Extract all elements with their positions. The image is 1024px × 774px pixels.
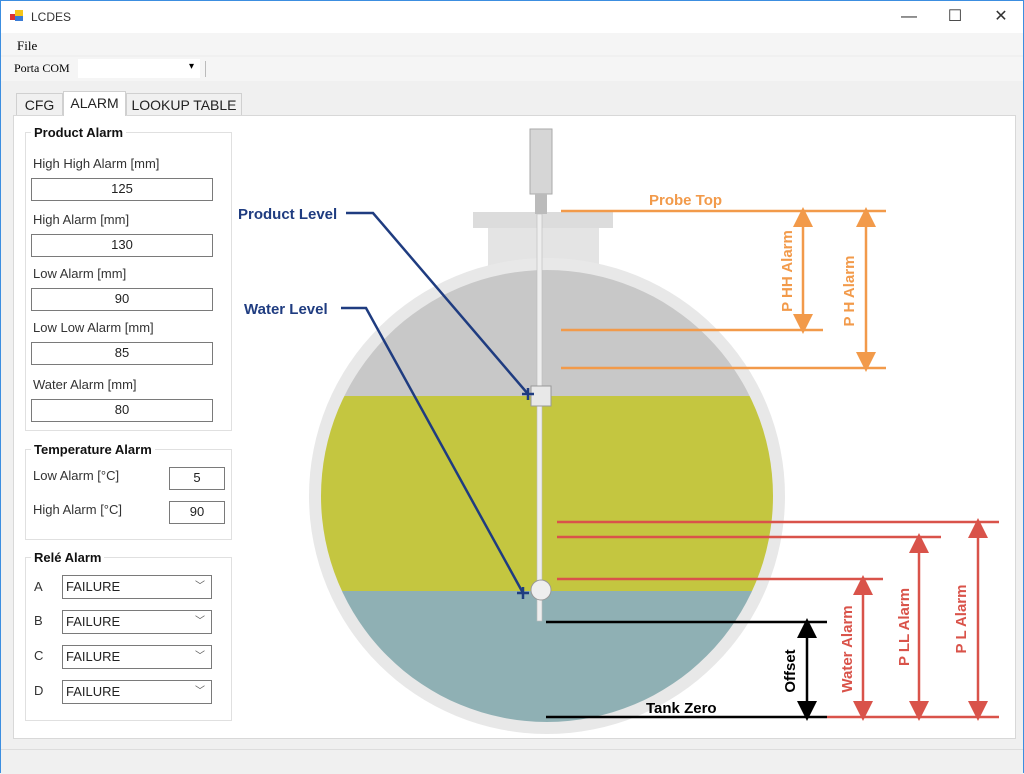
relay-c-label: C	[34, 648, 44, 663]
status-bar	[1, 749, 1023, 773]
porta-com-label: Porta COM	[14, 61, 70, 75]
high-alarm-input[interactable]: 130	[31, 234, 213, 257]
chevron-down-icon: ﹀	[195, 616, 205, 627]
probe-top-label: Probe Top	[649, 192, 722, 209]
temp-low-alarm-input[interactable]: 5	[169, 467, 225, 490]
high-alarm-label: High Alarm [mm]	[33, 212, 130, 227]
relay-d-select[interactable]: FAILURE ﹀	[62, 680, 212, 704]
toolbar-separator	[205, 61, 206, 77]
app-icon	[10, 10, 23, 21]
menu-file[interactable]: File	[17, 38, 38, 53]
chevron-down-icon: ﹀	[195, 651, 205, 662]
porta-com-field[interactable]	[78, 59, 200, 78]
relay-b-select[interactable]: FAILURE ﹀	[62, 610, 212, 634]
temp-high-alarm-input[interactable]: 90	[169, 501, 225, 524]
tank-body	[309, 212, 785, 734]
black-lines	[546, 618, 827, 721]
tab-cfg[interactable]: CFG	[16, 93, 63, 115]
tank-zero-label: Tank Zero	[646, 700, 717, 717]
relay-a-select[interactable]: FAILURE ﹀	[62, 575, 212, 599]
relay-b-value: FAILURE	[66, 614, 121, 629]
low-alarm-input[interactable]: 90	[31, 288, 213, 311]
low-low-alarm-input[interactable]: 85	[31, 342, 213, 365]
temp-high-alarm-label: High Alarm [°C]	[33, 502, 123, 517]
rele-alarm-title: Relé Alarm	[31, 550, 105, 565]
level-leaders	[341, 211, 534, 599]
menu-bar	[1, 33, 1023, 55]
tab-lookup-table[interactable]: LOOKUP TABLE	[126, 93, 242, 115]
low-low-alarm-label: Low Low Alarm [mm]	[33, 320, 154, 335]
product-level-label: Product Level	[238, 206, 337, 223]
probe	[529, 128, 553, 622]
close-button[interactable]: ✕	[994, 8, 1008, 25]
chevron-down-icon: ﹀	[195, 686, 205, 697]
high-high-alarm-input[interactable]: 125	[31, 178, 213, 201]
offset-label: Offset	[782, 649, 799, 692]
product-float	[530, 385, 552, 407]
relay-c-select[interactable]: FAILURE ﹀	[62, 645, 212, 669]
water-layer	[321, 591, 773, 722]
relay-b-label: B	[34, 613, 43, 628]
water-float	[530, 579, 552, 601]
chevron-down-icon: ﹀	[195, 581, 205, 592]
relay-d-value: FAILURE	[66, 684, 121, 699]
relay-a-value: FAILURE	[66, 579, 121, 594]
maximize-button[interactable]: ☐	[947, 8, 963, 25]
red-lines	[557, 518, 999, 721]
high-high-alarm-label: High High Alarm [mm]	[33, 156, 160, 171]
title-bar	[1, 1, 1023, 33]
product-alarm-title: Product Alarm	[31, 125, 127, 140]
dropdown-arrow-icon[interactable]: ▾	[189, 61, 195, 72]
p-ll-alarm-label: P LL Alarm	[896, 588, 913, 666]
relay-d-label: D	[34, 683, 44, 698]
temperature-alarm-title: Temperature Alarm	[31, 442, 155, 457]
p-hh-alarm-label: P HH Alarm	[779, 230, 796, 312]
temp-low-alarm-label: Low Alarm [°C]	[33, 468, 120, 483]
minimize-button[interactable]: —	[901, 8, 917, 25]
water-alarm-diagram-label: Water Alarm	[839, 605, 856, 692]
relay-a-label: A	[34, 579, 43, 594]
low-alarm-label: Low Alarm [mm]	[33, 266, 127, 281]
water-alarm-label: Water Alarm [mm]	[33, 377, 137, 392]
product-layer	[321, 396, 773, 591]
water-level-label: Water Level	[244, 301, 328, 318]
orange-lines	[561, 207, 886, 372]
temperature-alarm-group	[25, 449, 232, 540]
p-h-alarm-label: P H Alarm	[841, 256, 858, 327]
relay-c-value: FAILURE	[66, 649, 121, 664]
window-title: LCDES	[31, 10, 72, 24]
tab-alarm[interactable]: ALARM	[63, 91, 126, 116]
p-l-alarm-label: P L Alarm	[953, 585, 970, 654]
water-alarm-input[interactable]: 80	[31, 399, 213, 422]
